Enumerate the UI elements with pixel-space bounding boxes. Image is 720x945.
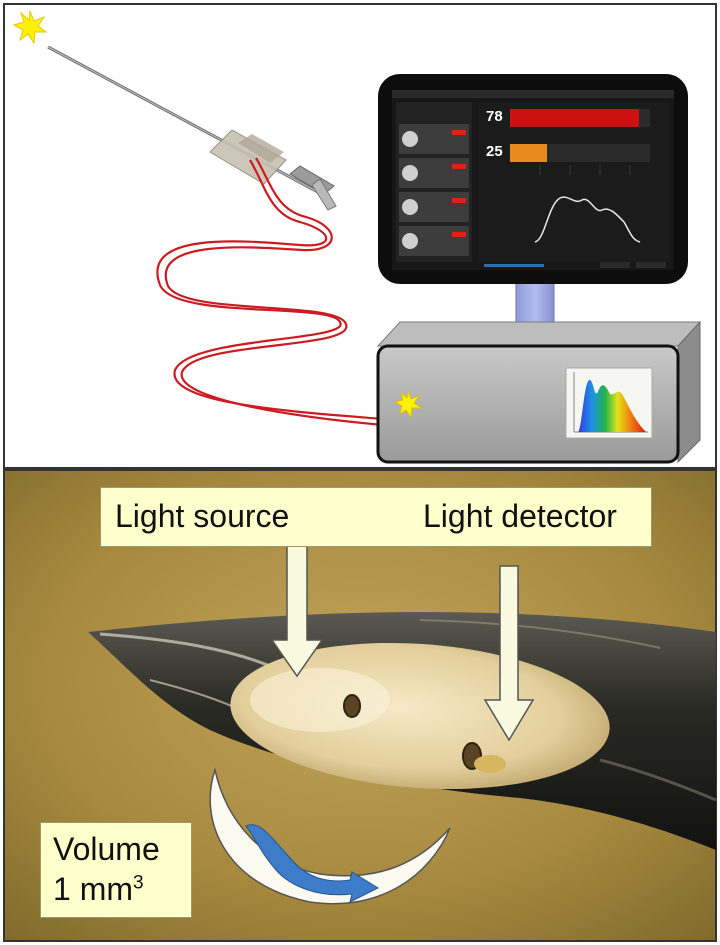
volume-label-box: Volume 1 mm3 [40, 822, 192, 918]
rotation-arrow-icon [245, 824, 380, 903]
spectrometer-box [376, 320, 702, 464]
internal-light-star-icon [393, 390, 423, 419]
volume-crescent [209, 767, 451, 905]
monitor-bar-2 [510, 144, 547, 162]
source-arrow [270, 542, 324, 678]
setup-schematic-panel [3, 3, 717, 469]
volume-value: 1 mm3 [53, 871, 144, 907]
light-star-icon [12, 10, 48, 45]
rainbow-spectrum-icon [578, 379, 646, 432]
light-source-label: Light source [115, 498, 290, 534]
monitor-bar-1 [510, 109, 639, 127]
volume-label: Volume [53, 831, 160, 867]
monitor-value-2: 25 [486, 143, 503, 160]
monitor-value-1: 78 [486, 108, 503, 125]
detector-arrow [483, 565, 535, 742]
light-detector-label: Light detector [423, 498, 617, 534]
source-fiber-end [343, 694, 361, 718]
needle-probe [47, 45, 337, 211]
monitor-spectrum-curve [534, 196, 641, 243]
volume-exponent: 3 [133, 872, 144, 894]
probe-labels-box: Light source Light detector [100, 487, 652, 547]
